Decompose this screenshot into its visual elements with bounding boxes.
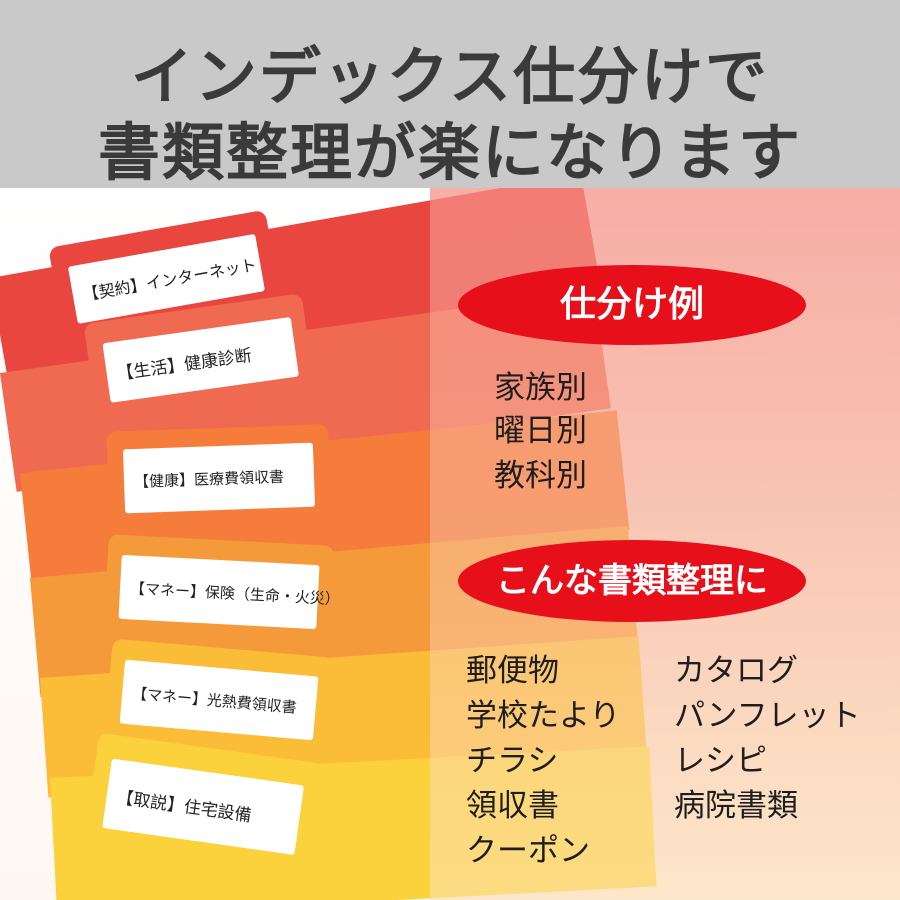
folder-tab-4: 【マネー】保険（生命・火災） [103,534,340,650]
document-use-item: 領収書 [466,788,559,824]
header-banner: インデックス仕分けで 書類整理が楽になります [0,0,900,189]
folder-tab-3: 【健康】医療費領収書 [106,424,332,532]
headline-line-1: インデックス仕分けで [130,40,770,113]
document-use-item: チラシ [466,743,559,779]
document-use-item: パンフレット [674,698,861,734]
headline-line-2: 書類整理が楽になります [97,116,802,189]
document-use-item: 学校たより [466,698,621,734]
section-title-document-uses: こんな書類整理に [458,540,806,622]
folder-label-5: 【マネー】光熱費領収書 [119,659,319,741]
folder-label-2: 【生活】健康診断 [102,316,299,403]
folder-label-4: 【マネー】保険（生命・火災） [118,554,340,630]
document-use-item: カタログ [674,653,798,689]
sorting-example-item: 曜日別 [494,413,587,449]
folder-label-3: 【健康】医療費領収書 [122,442,316,514]
document-use-item: クーポン [466,833,590,869]
sorting-example-item: 教科別 [494,458,587,494]
document-use-item: レシピ [674,743,767,779]
document-use-item: 郵便物 [466,653,559,689]
folder-label-6: 【取説】住宅設備 [102,758,305,855]
sorting-example-item: 家族別 [494,370,587,406]
section-title-sorting-examples: 仕分け例 [458,265,806,345]
document-use-item: 病院書類 [674,788,798,824]
